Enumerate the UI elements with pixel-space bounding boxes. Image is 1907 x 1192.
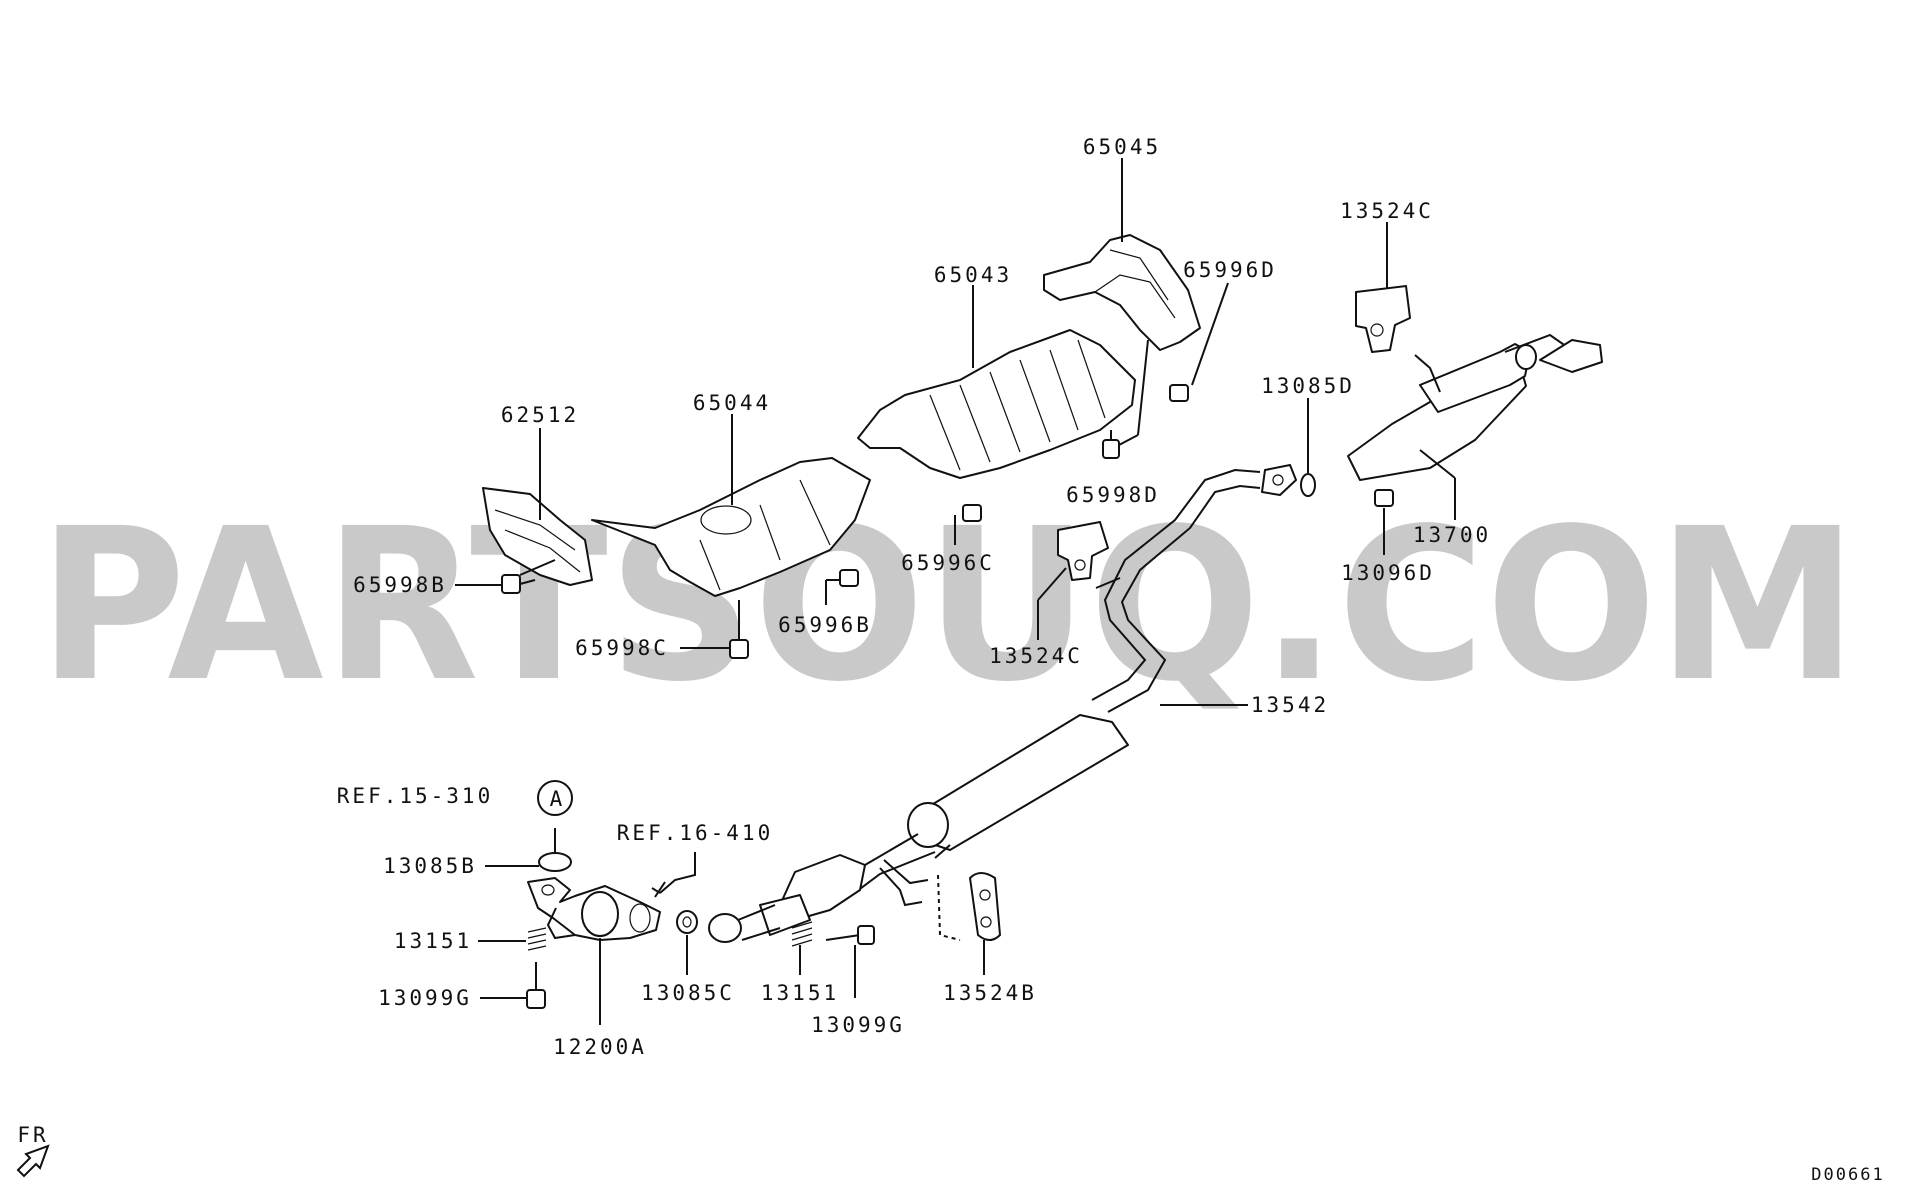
heat-shield-65043[interactable] xyxy=(857,329,1136,479)
part-number-65045[interactable]: 65045 xyxy=(1083,135,1161,159)
bolt-13099G-left[interactable] xyxy=(526,962,546,1009)
spring-13151-left[interactable] xyxy=(527,927,547,951)
part-number-13085C[interactable]: 13085C xyxy=(641,981,735,1005)
tail-muffler-13700[interactable] xyxy=(1347,333,1603,481)
part-number-13524B[interactable]: 13524B xyxy=(943,981,1037,1005)
ref-label-16-410[interactable]: REF.16-410 xyxy=(617,821,773,845)
sensor-pin-icon xyxy=(651,881,666,898)
gasket-13085D[interactable] xyxy=(1300,473,1316,497)
front-pipe-catalyst[interactable] xyxy=(708,854,929,943)
part-number-65998D[interactable]: 65998D xyxy=(1066,483,1160,507)
ref-circle-a xyxy=(537,780,573,816)
part-number-62512[interactable]: 62512 xyxy=(501,403,579,427)
heat-shield-65045[interactable] xyxy=(1043,234,1201,351)
diagram-code: D00661 xyxy=(1811,1165,1884,1185)
ref-circle-a-letter: A xyxy=(550,787,563,811)
front-direction-arrow-icon xyxy=(16,1144,50,1178)
gasket-13085C[interactable] xyxy=(676,910,698,934)
hanger-13524C-mid[interactable] xyxy=(1057,521,1109,581)
part-number-65996D[interactable]: 65996D xyxy=(1183,258,1277,282)
part-number-13151-left[interactable]: 13151 xyxy=(394,929,472,953)
part-number-13542[interactable]: 13542 xyxy=(1251,693,1329,717)
part-number-13099G-left[interactable]: 13099G xyxy=(378,986,472,1010)
ref-label-15-310[interactable]: REF.15-310 xyxy=(337,784,493,808)
direction-label: FR xyxy=(17,1123,48,1147)
spring-13151-right[interactable] xyxy=(791,921,813,947)
part-number-13524C-top[interactable]: 13524C xyxy=(1340,199,1434,223)
part-number-12200A[interactable]: 12200A xyxy=(553,1035,647,1059)
part-number-65996B[interactable]: 65996B xyxy=(778,613,872,637)
leader-ref-16-410 xyxy=(659,852,696,894)
part-number-13099G-right[interactable]: 13099G xyxy=(811,1013,905,1037)
bolt-65998D[interactable] xyxy=(1102,430,1120,459)
part-number-13700[interactable]: 13700 xyxy=(1413,523,1491,547)
leader-13700 xyxy=(1419,449,1456,479)
part-number-13085D[interactable]: 13085D xyxy=(1261,374,1355,398)
exhaust-manifold-12200A[interactable] xyxy=(527,877,661,941)
part-number-65996C[interactable]: 65996C xyxy=(901,551,995,575)
nut-65996D[interactable] xyxy=(1169,384,1189,402)
center-muffler-13542[interactable] xyxy=(828,464,1297,902)
part-number-13096D[interactable]: 13096D xyxy=(1341,561,1435,585)
nut-13096D[interactable] xyxy=(1374,489,1394,507)
gasket-13085B[interactable] xyxy=(538,852,572,872)
hanger-13524C-top[interactable] xyxy=(1355,285,1411,353)
part-number-65044[interactable]: 65044 xyxy=(693,391,771,415)
leader-65996D xyxy=(1191,282,1229,386)
leader-13524C-mid xyxy=(1037,567,1067,601)
watermark-text: PARTSOUQ.COM xyxy=(38,483,1858,728)
bolt-13099G-right[interactable] xyxy=(825,925,875,945)
nut-65996B[interactable] xyxy=(839,569,859,587)
part-number-65998B[interactable]: 65998B xyxy=(353,573,447,597)
part-number-13151-right[interactable]: 13151 xyxy=(761,981,839,1005)
bracket-62512[interactable] xyxy=(482,487,593,586)
leader-65998D-b xyxy=(1118,434,1139,446)
part-number-13524C-mid[interactable]: 13524C xyxy=(989,644,1083,668)
part-number-65043[interactable]: 65043 xyxy=(934,263,1012,287)
nut-65996C[interactable] xyxy=(962,504,982,522)
leader-13524B-dash xyxy=(937,874,961,941)
part-number-65998C[interactable]: 65998C xyxy=(575,636,669,660)
part-number-13085B[interactable]: 13085B xyxy=(383,854,477,878)
leader-65998D xyxy=(1137,339,1149,436)
hanger-13524B[interactable] xyxy=(969,872,1001,941)
heat-shield-65044[interactable] xyxy=(591,457,871,597)
